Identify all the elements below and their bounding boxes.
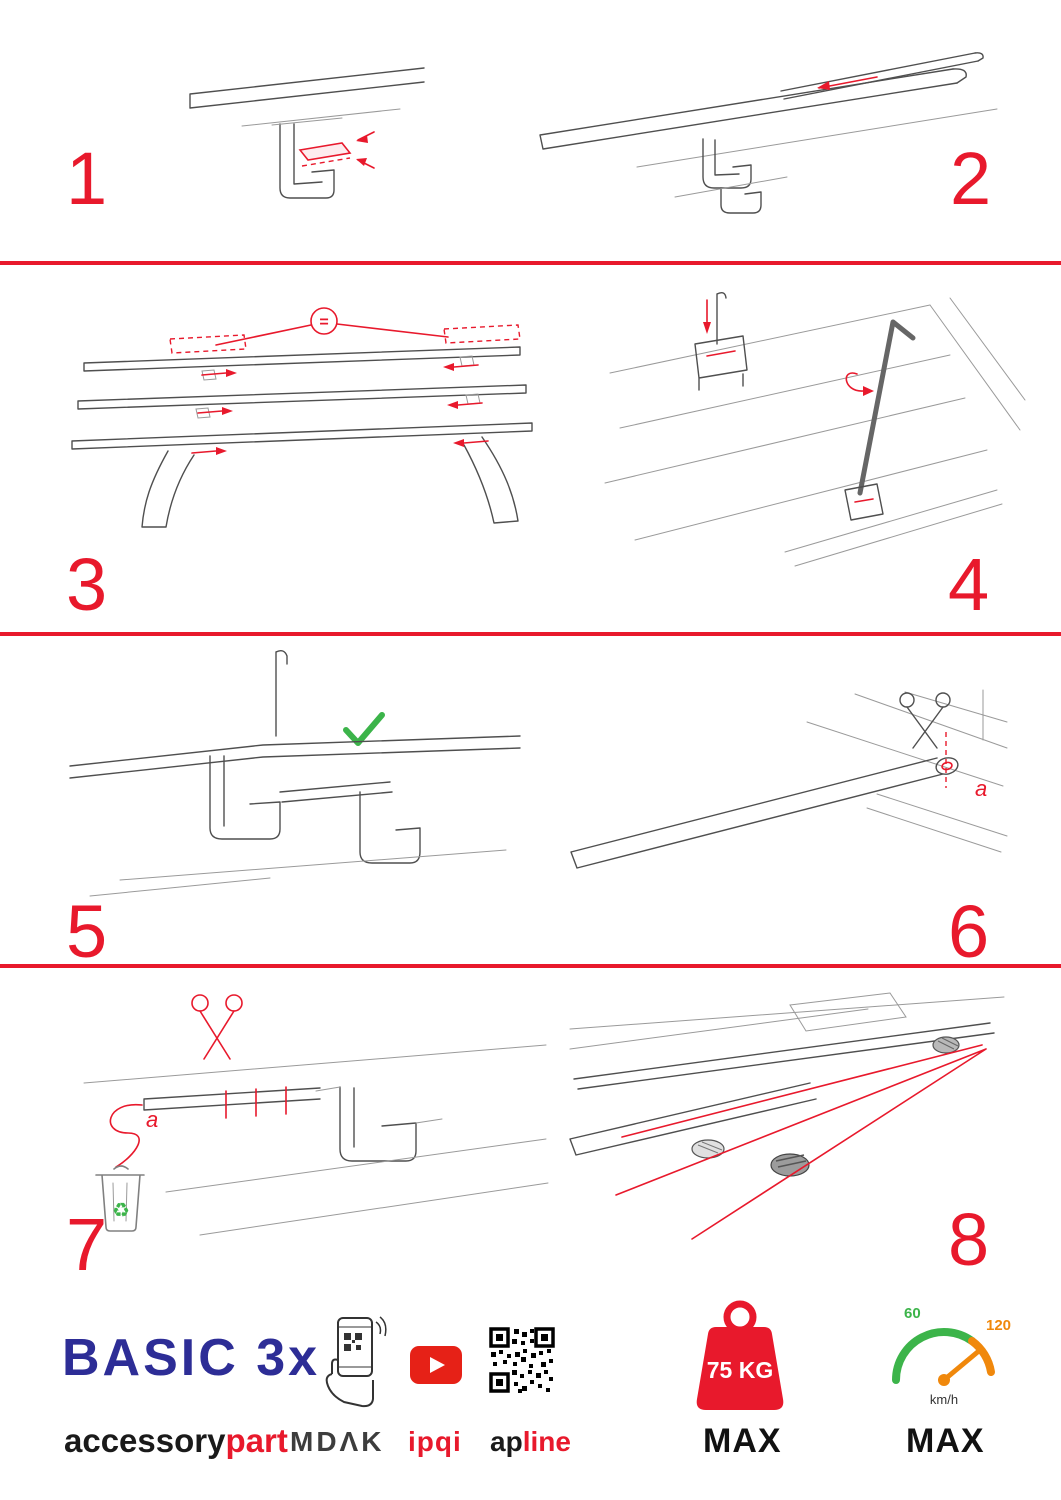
qr-code-icon	[489, 1327, 555, 1393]
speed-high: 120	[986, 1317, 1011, 1334]
brand-part2: part	[225, 1422, 288, 1459]
step-1-illustration	[189, 67, 425, 199]
section-divider-1	[0, 261, 1061, 265]
weight-value: 75 KG	[707, 1357, 773, 1383]
step-4-number: 4	[948, 543, 990, 626]
youtube-icon	[410, 1346, 462, 1384]
scissors-icon	[899, 692, 951, 749]
logo-ipqi: ipqi	[408, 1426, 462, 1457]
speedometer-icon: 60 120 km/h	[892, 1305, 1011, 1407]
step-8-number: 8	[948, 1198, 990, 1281]
product-name: BASIC 3x	[62, 1329, 321, 1387]
equal-circle	[310, 307, 338, 335]
speed-max-label: MAX	[906, 1422, 985, 1460]
apline-part2: line	[522, 1426, 571, 1457]
brand-logo: accessorypart	[64, 1424, 288, 1457]
recycle-icon: ♻	[112, 1200, 130, 1222]
max-weight-icon: 75 KG	[696, 1300, 784, 1410]
equal-label: =	[319, 314, 328, 331]
speed-unit: km/h	[930, 1392, 958, 1407]
logo-apline: apline	[490, 1428, 571, 1456]
cut-label: a	[146, 1107, 158, 1132]
check-icon	[343, 712, 385, 746]
step-6-illustration: a	[570, 689, 1008, 869]
step-8-illustration	[569, 992, 1005, 1240]
step-2-illustration	[539, 52, 998, 214]
scissors-icon	[191, 994, 243, 1060]
apline-part1: ap	[490, 1426, 523, 1457]
logo-mdak: MDΛK	[290, 1426, 385, 1457]
speed-low: 60	[904, 1305, 921, 1322]
step-7-illustration: a ♻	[83, 994, 549, 1236]
section-divider-2	[0, 632, 1061, 636]
step-7-number: 7	[66, 1203, 108, 1286]
step-4-illustration	[604, 291, 1026, 567]
phone-scan-icon	[325, 1316, 387, 1408]
step-6-number: 6	[948, 890, 990, 973]
step-3-illustration: =	[71, 307, 533, 528]
step-3-number: 3	[66, 543, 108, 626]
weight-max-label: MAX	[703, 1422, 782, 1460]
step-2-number: 2	[950, 137, 992, 220]
step-5-number: 5	[66, 890, 108, 973]
trash-bin-icon: ♻	[95, 1165, 145, 1232]
step-1-number: 1	[66, 137, 108, 220]
brand-part1: accessory	[64, 1422, 226, 1459]
section-divider-3	[0, 964, 1061, 968]
insert-plate	[298, 142, 352, 161]
allen-key	[857, 319, 916, 496]
slide-arrow	[817, 81, 830, 90]
cut-label: a	[975, 776, 987, 801]
step-5-illustration	[69, 649, 521, 897]
